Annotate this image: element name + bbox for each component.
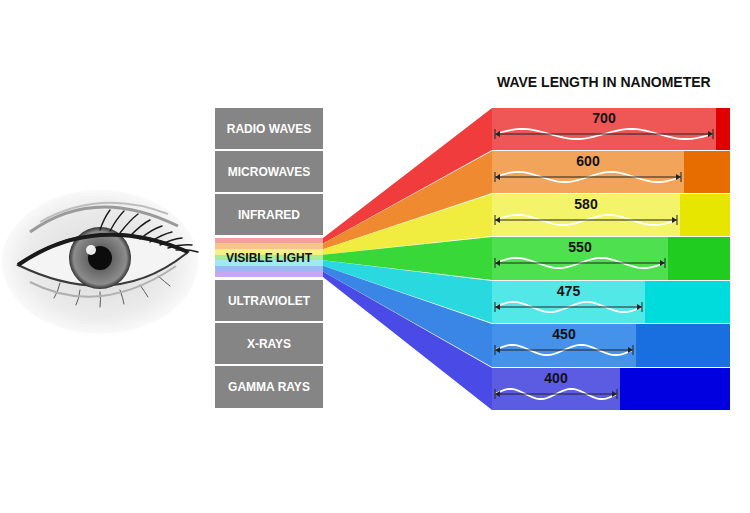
light-ray <box>323 271 492 410</box>
wavelength-value: 400 <box>494 371 618 386</box>
wavelength-band: 580 <box>492 194 730 236</box>
wavelength-value: 450 <box>494 327 634 342</box>
spectrum-box: INFRARED <box>215 194 323 235</box>
box-label: ULTRAVIOLET <box>228 294 310 308</box>
visible-light-box: VISIBLE LIGHT <box>215 238 323 277</box>
band-end <box>636 324 730 367</box>
chart-title: WAVE LENGTH IN NANOMETER <box>497 74 711 91</box>
eye-illustration <box>0 0 215 513</box>
wavelength-value: 600 <box>494 154 682 169</box>
wavelength-band: 600 <box>492 151 730 193</box>
box-label: VISIBLE LIGHT <box>226 251 312 265</box>
band-end <box>680 194 730 236</box>
band-end <box>668 237 730 280</box>
band-end <box>620 368 730 410</box>
wavelength-value: 580 <box>494 197 678 212</box>
box-label: GAMMA RAYS <box>228 380 310 394</box>
wavelength-band: 400 <box>492 368 730 410</box>
band-end <box>684 151 730 193</box>
box-label: INFRARED <box>238 208 300 222</box>
spectrum-box: ULTRAVIOLET <box>215 280 323 321</box>
box-label: MICROWAVES <box>228 165 310 179</box>
wavelength-band: 450 <box>492 324 730 367</box>
wavelength-value: 700 <box>494 111 714 126</box>
box-label: RADIO WAVES <box>227 122 311 136</box>
band-end <box>645 281 730 323</box>
box-label: X-RAYS <box>247 337 291 351</box>
wavelength-band: 475 <box>492 281 730 323</box>
wavelength-band: 700 <box>492 108 730 150</box>
wavelength-band: 550 <box>492 237 730 280</box>
spectrum-box: GAMMA RAYS <box>215 366 323 408</box>
spectrum-box: RADIO WAVES <box>215 108 323 149</box>
spectrum-box: MICROWAVES <box>215 151 323 192</box>
band-end <box>716 108 730 150</box>
wavelength-value: 475 <box>494 284 643 299</box>
light-ray <box>323 266 492 367</box>
wavelength-value: 550 <box>494 240 666 255</box>
spectrum-box: X-RAYS <box>215 323 323 364</box>
